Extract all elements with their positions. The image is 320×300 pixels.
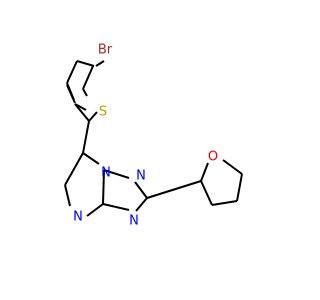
bond-c-n [86, 203, 104, 217]
bond-c-c [76, 60, 95, 67]
bond-c-s [88, 111, 98, 122]
bond-c-c [82, 88, 88, 97]
bond-c-c [211, 200, 238, 206]
bond-c-n [82, 152, 100, 165]
bond-c-c [66, 60, 78, 84]
atom-n2-label: N [136, 169, 146, 184]
bond-c-c [74, 103, 90, 122]
bond-c-c [200, 180, 213, 206]
bond-c-n [102, 203, 130, 211]
triazole-ring [102, 169, 148, 212]
pyrimidine-ring [64, 152, 105, 217]
bond-c-c-double [66, 84, 76, 104]
thiophene-ring [66, 60, 98, 122]
molecule-structure: Br S N N N N O [64, 43, 243, 229]
bond-c-o [200, 162, 209, 182]
atom-s-label: S [99, 105, 107, 120]
bond-n-c [134, 181, 148, 199]
atom-br-label: Br [98, 43, 113, 58]
atom-o-label: O [208, 150, 218, 165]
tetrahydrofuran-ring [200, 159, 243, 206]
bond-c-c [82, 120, 90, 154]
bond-c-c [146, 180, 202, 199]
atom-n1-label: N [101, 166, 111, 181]
atom-n4-label: N [73, 210, 83, 225]
bond-c-n [102, 169, 105, 205]
bond-c-n [135, 197, 148, 212]
bond-c-br [95, 60, 105, 67]
bond-c-c [64, 184, 71, 207]
bond-c-c [64, 152, 84, 186]
bond-n-n [103, 169, 130, 179]
bond-c-c [236, 173, 243, 202]
bond-o-c [222, 159, 243, 175]
bond-c-c [82, 65, 94, 90]
atom-n3-label: N [129, 214, 139, 229]
